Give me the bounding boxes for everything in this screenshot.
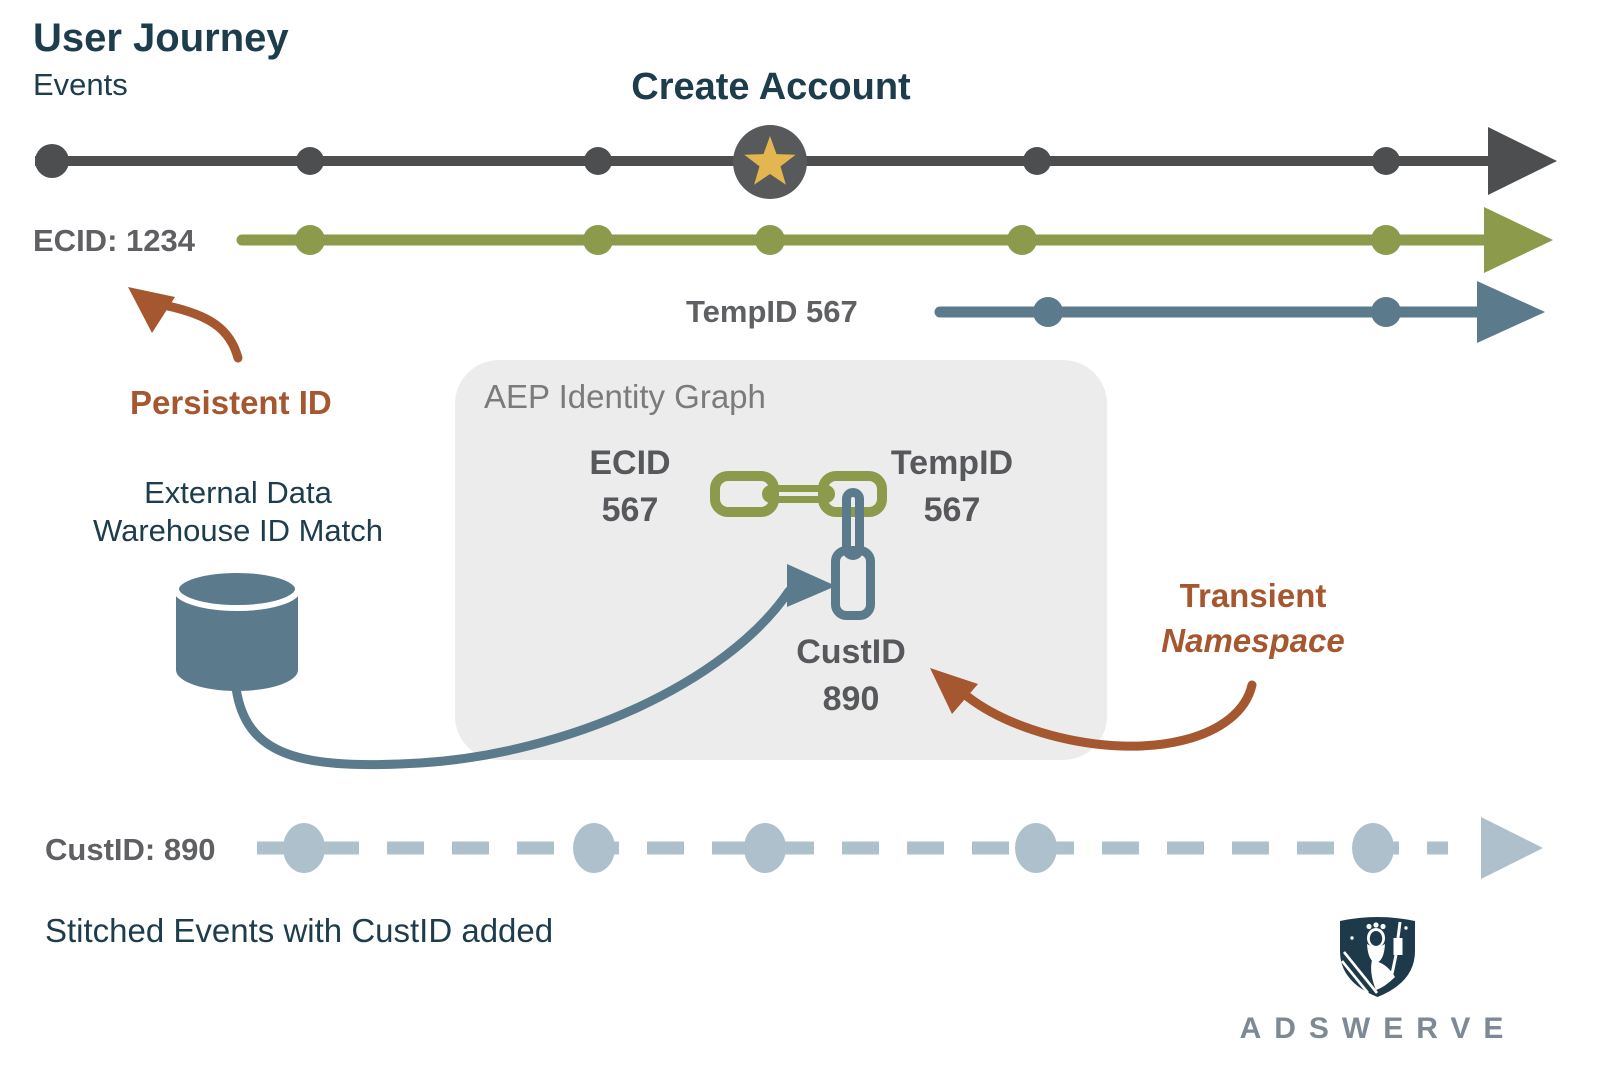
event-dot — [1371, 225, 1401, 255]
custid-node-name: CustID — [796, 633, 906, 671]
event-dot — [296, 147, 324, 175]
warehouse-label: External Data Warehouse ID Match — [55, 474, 421, 550]
tempid-node-label: TempID 567 — [882, 440, 1022, 534]
custid-node-value: 890 — [822, 680, 880, 718]
tempid-arrowhead-icon — [1477, 281, 1545, 343]
ecid-timeline-label: ECID: 1234 — [33, 223, 195, 258]
ecid-arrowhead-icon — [1484, 207, 1553, 273]
persistent-id-label: Persistent ID — [130, 384, 332, 421]
tempid-node-name: TempID — [890, 444, 1014, 482]
chain-link-icon — [710, 471, 887, 517]
custid-arrowhead-icon — [1481, 817, 1543, 879]
tempid-timeline — [934, 281, 1545, 343]
events-arrowhead-icon — [1488, 127, 1557, 195]
event-dot — [295, 225, 325, 255]
ecid-node-label: ECID 567 — [570, 440, 690, 534]
ecid-node-name: ECID — [589, 444, 671, 482]
events-timeline — [35, 125, 1557, 199]
event-dot — [283, 823, 325, 873]
identity-graph-title: AEP Identity Graph — [484, 378, 766, 415]
ecid-timeline — [236, 207, 1553, 273]
adswerve-wordmark: ADSWERVE — [1239, 1012, 1517, 1045]
transient-label-line1: Transient — [1179, 577, 1327, 614]
milestone-label: Create Account — [631, 66, 911, 108]
transient-namespace-label: Transient Namespace — [1103, 573, 1403, 663]
persistent-id-arrow — [128, 287, 243, 363]
transient-label-line2: Namespace — [1161, 622, 1345, 659]
warehouse-match-arrow — [231, 564, 836, 770]
custid-timeline — [257, 817, 1543, 879]
event-dot — [1023, 147, 1051, 175]
star-icon — [744, 136, 796, 185]
shield-crest-icon — [1340, 917, 1415, 997]
custid-node-label: CustID 890 — [791, 629, 911, 723]
warehouse-label-line2: Warehouse ID Match — [92, 513, 384, 548]
event-dot — [573, 823, 615, 873]
arrowhead-icon — [787, 564, 836, 607]
event-dot — [744, 823, 786, 873]
event-dot — [1371, 297, 1401, 327]
event-dot — [583, 225, 613, 255]
page-title: User Journey — [33, 16, 289, 60]
warehouse-label-line1: External Data — [144, 475, 332, 510]
event-dot — [755, 225, 785, 255]
custid-timeline-label: CustID: 890 — [45, 832, 216, 867]
ecid-node-value: 567 — [601, 491, 659, 529]
arrowhead-icon — [930, 668, 978, 714]
identity-graph-box — [455, 360, 1107, 760]
tempid-node-value: 567 — [923, 491, 981, 529]
event-dot — [584, 147, 612, 175]
database-cylinder-icon — [173, 567, 301, 691]
tempid-timeline-label: TempID 567 — [686, 294, 858, 329]
vertical-chain-link-icon — [831, 488, 875, 620]
event-dot — [1372, 147, 1400, 175]
event-dot — [35, 144, 69, 178]
event-dot — [1007, 225, 1037, 255]
event-dot — [1033, 297, 1063, 327]
event-dot — [1015, 823, 1057, 873]
event-dot — [1352, 823, 1394, 873]
stitched-events-caption: Stitched Events with CustID added — [45, 912, 554, 949]
transient-namespace-arrow — [930, 668, 1257, 751]
page-subtitle: Events — [33, 67, 128, 102]
arrowhead-icon — [128, 287, 175, 333]
